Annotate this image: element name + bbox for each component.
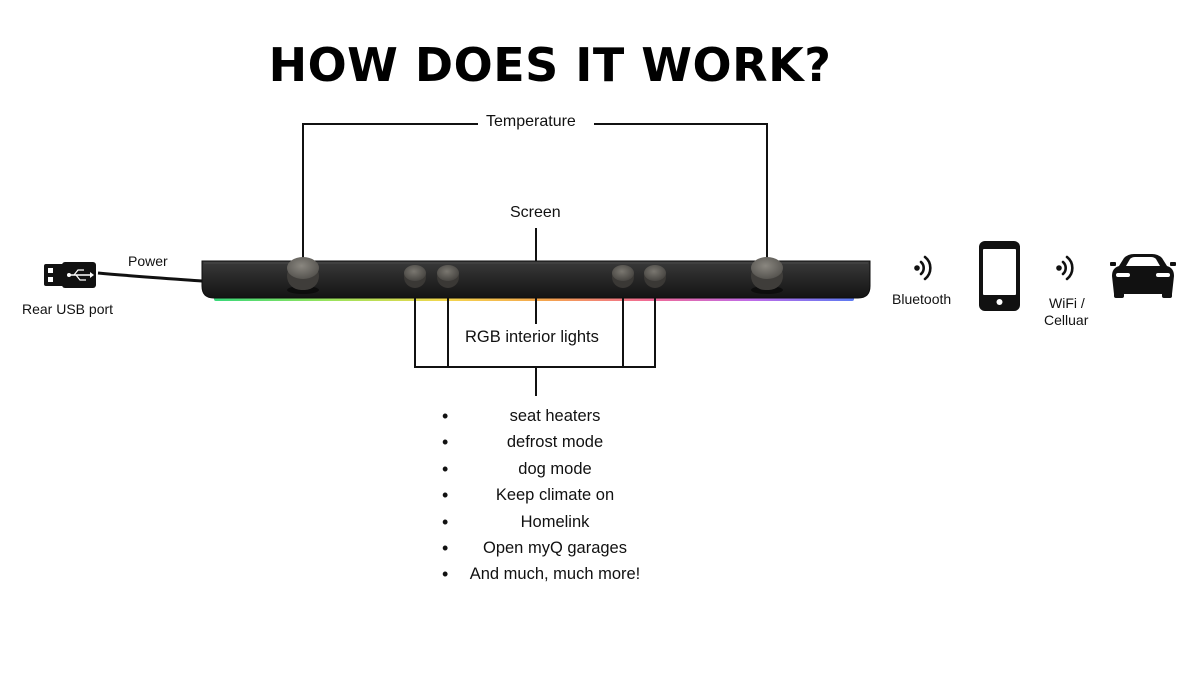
wifi-label-line1: WiFi / [1049,295,1085,311]
car-icon [1110,254,1176,298]
temperature-knob-right [751,257,783,294]
small-button [404,265,426,288]
list-item: Open myQ garages [440,535,650,562]
page-title: HOW DOES IT WORK? [268,38,832,92]
small-button [437,265,459,288]
list-item: Keep climate on [440,482,650,509]
wifi-label-line2: Celluar [1044,312,1089,328]
list-item: And much, much more! [440,561,650,588]
small-button [644,265,666,288]
rear-usb-label: Rear USB port [22,301,114,317]
list-item: seat heaters [440,403,650,430]
list-item: defrost mode [440,429,650,456]
list-item: dog mode [440,456,650,483]
screen-label: Screen [510,204,561,221]
bluetooth-label: Bluetooth [892,291,952,307]
wifi-signal-icon [1056,255,1074,281]
rgb-buttons-connector [414,298,656,396]
temperature-knob-left [287,257,319,294]
bluetooth-signal-icon [914,255,932,281]
list-item: Homelink [440,509,650,536]
feature-list: seat heaters defrost mode dog mode Keep … [440,403,650,588]
rgb-lights-label: RGB interior lights [459,328,605,347]
temperature-connector [302,123,768,258]
usb-cable [97,271,203,283]
smartphone-icon [979,241,1020,311]
temperature-label: Temperature [480,113,582,131]
usb-plug-icon [44,262,96,288]
power-label: Power [128,253,168,269]
small-button [612,265,634,288]
button-group-left [404,265,459,288]
button-group-right [612,265,666,288]
